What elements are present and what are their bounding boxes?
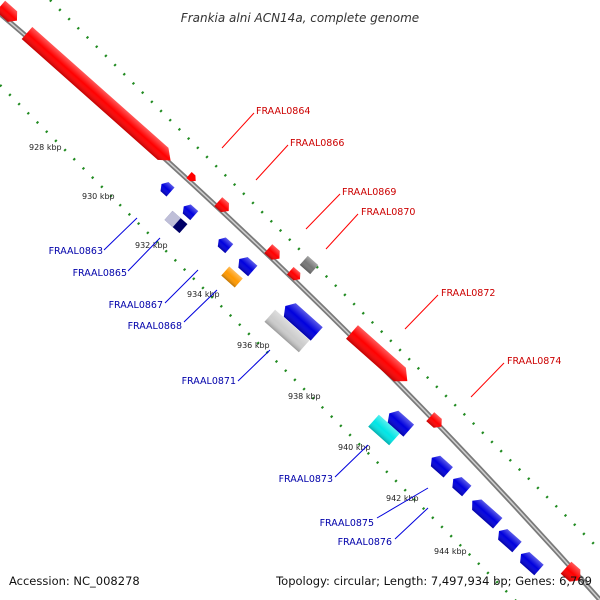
gene-arrow-rev-875a[interactable] [427,452,453,478]
gene-box-fwd-870[interactable] [299,255,319,275]
gene-arrow-fwd-866[interactable] [214,197,232,215]
gene-label-FRAAL0866[interactable]: FRAAL0866 [290,138,344,149]
scale-label-936: 936 kbp [237,341,270,350]
gene-arrow-rev-871[interactable] [279,299,323,341]
gene-label-FRAAL0865[interactable]: FRAAL0865 [73,268,127,279]
gene-arrow-fwd-large[interactable] [21,27,176,166]
leader-FRAAL0871 [237,349,271,382]
genome-backbone-highlight [0,12,600,600]
leader-FRAAL0864 [221,112,255,149]
gene-arrow-rev-863[interactable] [180,202,199,221]
leader-FRAAL0870 [325,213,359,250]
gene-label-FRAAL0876[interactable]: FRAAL0876 [338,537,392,548]
gene-label-FRAAL0868[interactable]: FRAAL0868 [128,321,182,332]
forward-genes [0,0,586,587]
genome-backbone [0,10,600,600]
gene-arrow-fwd-872[interactable] [346,325,413,388]
scale-label-940: 940 kbp [338,443,371,452]
gene-arrow-fwd-edge[interactable] [560,561,586,587]
scale-label-942: 942 kbp [386,494,419,503]
leader-FRAAL0867 [164,269,199,304]
leader-FRAAL0874 [470,362,505,398]
accession-label: Accession: NC_008278 [9,574,140,588]
gene-label-FRAAL0869[interactable]: FRAAL0869 [342,187,396,198]
gene-label-FRAAL0874[interactable]: FRAAL0874 [507,356,561,367]
leader-FRAAL0875 [376,487,429,519]
gene-arrow-fwd-top-left[interactable] [0,0,22,26]
gene-arrow-rev-867[interactable] [235,254,258,277]
gene-label-FRAAL0871[interactable]: FRAAL0871 [182,376,236,387]
gene-label-FRAAL0872[interactable]: FRAAL0872 [441,288,495,299]
leader-FRAAL0869 [305,193,341,230]
leader-FRAAL0865 [127,237,161,272]
gene-arrow-fwd-small-1[interactable] [186,172,198,184]
leader-FRAAL0866 [255,144,289,181]
gene-arrow-fwd-869[interactable] [264,244,283,263]
gene-arrow-rev-a[interactable] [158,180,175,197]
gene-arrow-rev-865[interactable] [215,235,234,254]
reverse-genes [158,180,544,576]
gene-arrow-fwd-874[interactable] [426,412,445,431]
gene-label-FRAAL0873[interactable]: FRAAL0873 [279,474,333,485]
reverse-gene-labels: FRAAL0863 FRAAL0865 FRAAL0867 FRAAL0868 … [49,217,429,548]
gene-label-FRAAL0863[interactable]: FRAAL0863 [49,246,103,257]
forward-gene-labels: FRAAL0864 FRAAL0866 FRAAL0869 FRAAL0870 … [221,106,561,398]
gene-label-FRAAL0870[interactable]: FRAAL0870 [361,207,415,218]
leader-FRAAL0872 [404,294,439,330]
reverse-tick-track [0,84,517,600]
scale-label-944: 944 kbp [434,547,467,556]
leader-FRAAL0863 [103,217,138,251]
scale-label-932: 932 kbp [135,241,168,250]
gene-label-FRAAL0875[interactable]: FRAAL0875 [320,518,374,529]
gene-arrow-rev-873[interactable] [384,407,415,437]
forward-tick-track [49,0,596,546]
scale-labels: 928 kbp 930 kbp 932 kbp 934 kbp 936 kbp … [29,143,467,556]
scale-label-928: 928 kbp [29,143,62,152]
scale-label-938: 938 kbp [288,392,321,401]
leader-FRAAL0876 [394,507,429,540]
scale-label-934: 934 kbp [187,290,220,299]
gene-box-rev-871[interactable] [264,309,310,353]
gene-arrow-rev-875b[interactable] [449,474,472,497]
gene-label-FRAAL0864[interactable]: FRAAL0864 [256,106,310,117]
gene-box-rev-868[interactable] [221,266,243,288]
gene-box-rev-gradient[interactable] [164,210,188,234]
scale-label-930: 930 kbp [82,192,115,201]
leader-FRAAL0873 [334,444,369,478]
gene-arrow-rev-876b[interactable] [494,526,522,553]
leader-FRAAL0868 [183,289,218,323]
genome-info-label: Topology: circular; Length: 7,497,934 bp… [276,574,592,588]
gene-arrow-rev-edge[interactable] [516,549,544,576]
map-title: Frankia alni ACN14a, complete genome [181,11,419,25]
gene-label-FRAAL0867[interactable]: FRAAL0867 [109,300,163,311]
gene-arrow-fwd-869b[interactable] [286,266,303,283]
gene-box-rev-873[interactable] [368,414,400,446]
gene-arrow-rev-876a[interactable] [468,495,503,529]
